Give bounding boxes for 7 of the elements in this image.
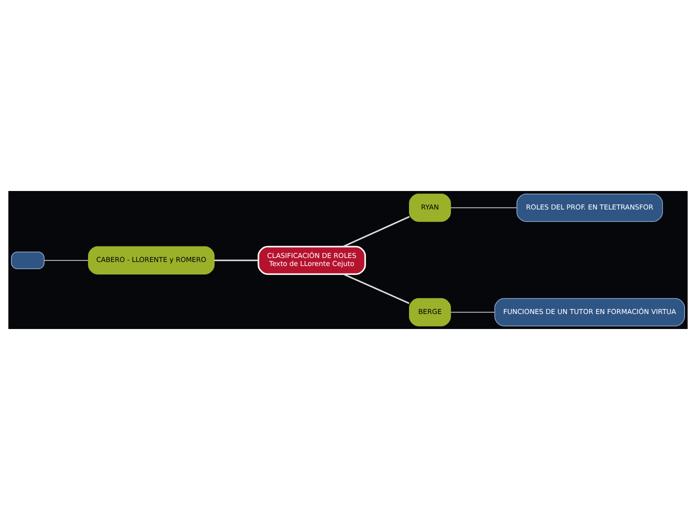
connector bbox=[450, 207, 518, 208]
connector bbox=[342, 216, 410, 248]
connector bbox=[343, 273, 410, 304]
connector bbox=[214, 260, 258, 262]
connector bbox=[44, 260, 89, 261]
connector bbox=[450, 312, 495, 313]
node-box bbox=[11, 252, 45, 270]
